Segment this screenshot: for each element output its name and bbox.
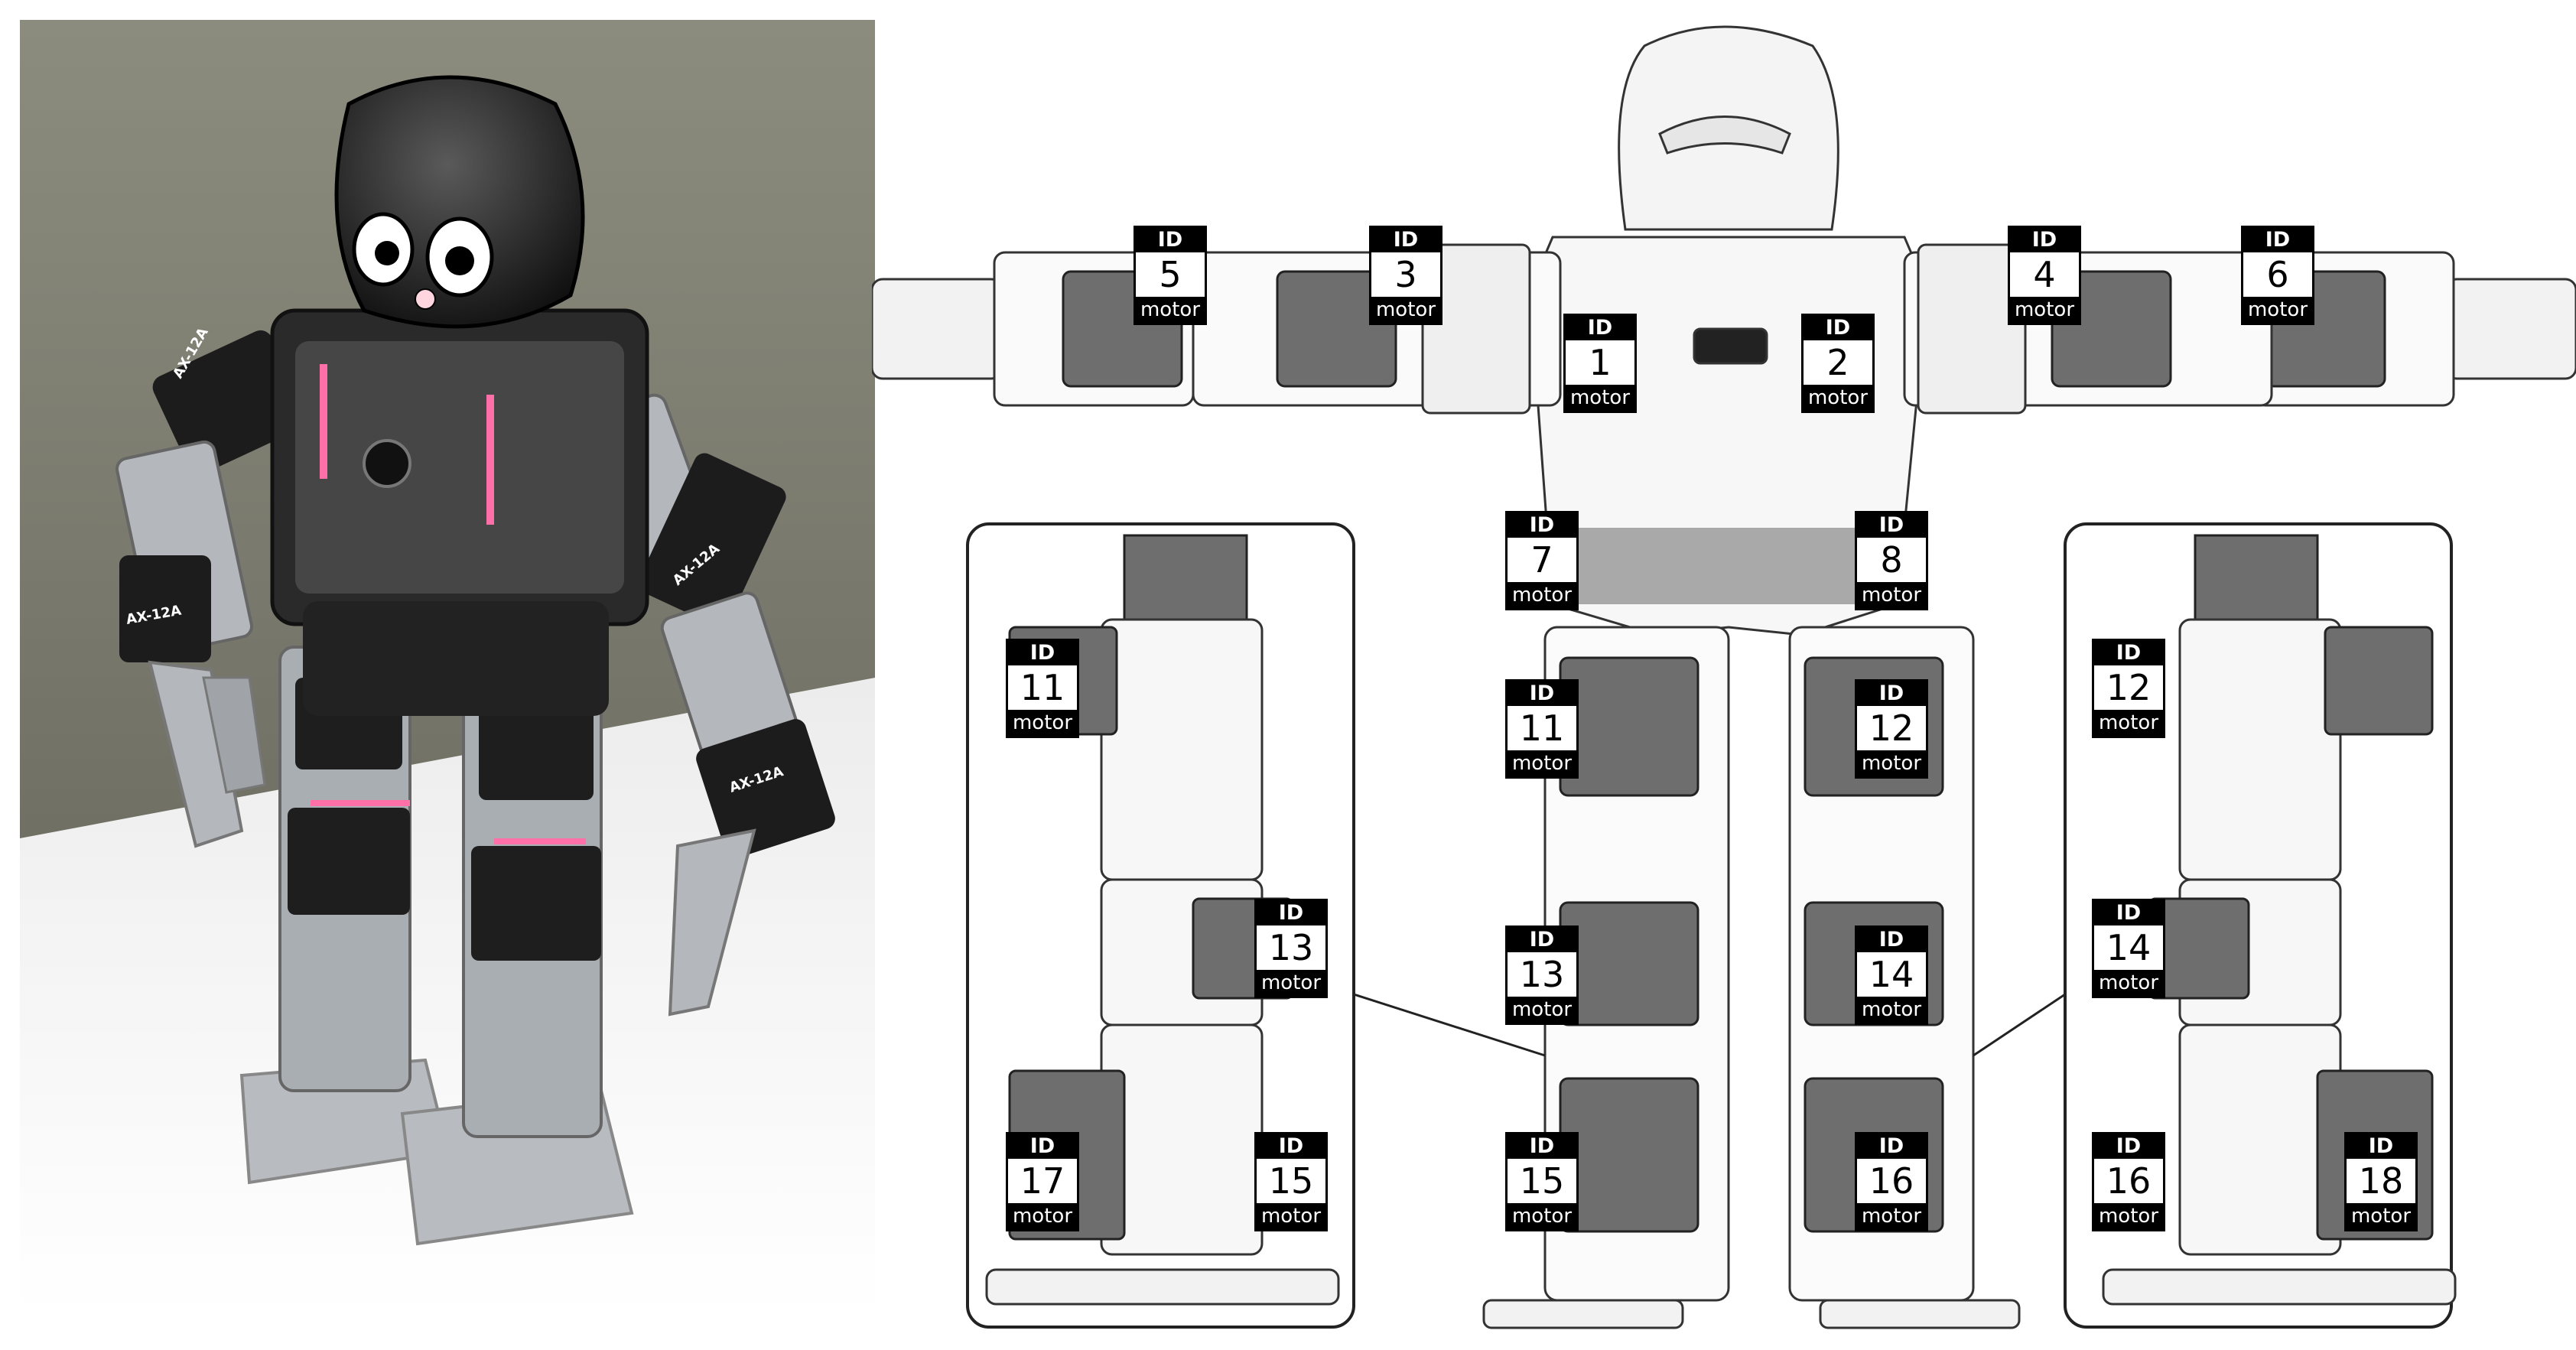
- motor-id-tag-header: ID: [1136, 228, 1205, 252]
- motor-id-tag-header: ID: [1371, 228, 1440, 252]
- motor-id-tag-footer: motor: [2094, 710, 2163, 736]
- motor-id-tag-header: ID: [1257, 1134, 1325, 1159]
- motor-id-number: 14: [1869, 954, 1914, 995]
- robot-left-arm: [115, 330, 308, 848]
- motor-id-number: 13: [1268, 927, 1314, 968]
- photo-table: [20, 678, 875, 1313]
- motor-id-tag-header: ID: [1508, 513, 1576, 538]
- motor-id-tag-header: ID: [2347, 1134, 2415, 1159]
- motor-id-tag-footer: motor: [1008, 1203, 1077, 1229]
- motor-id-number: 5: [1159, 254, 1182, 295]
- motor-id-tag-header: ID: [1508, 1134, 1576, 1159]
- motor-id-number: 16: [2106, 1160, 2152, 1202]
- motor-id-tag-footer: motor: [1857, 997, 1926, 1023]
- motor-id-number: 7: [1530, 539, 1553, 581]
- motor-id-number: 13: [1519, 954, 1565, 995]
- motor-id-tag-header: ID: [1857, 1134, 1926, 1159]
- motor-id-tag-footer: motor: [1566, 385, 1634, 411]
- motor-id-number: 3: [1394, 254, 1417, 295]
- motor-id-number: 15: [1268, 1160, 1314, 1202]
- motor-id-number: 1: [1589, 342, 1612, 383]
- motor-id-tag-header: ID: [2094, 1134, 2163, 1159]
- motor-id-number: 2: [1826, 342, 1849, 383]
- motor-id-number: 4: [2033, 254, 2056, 295]
- motor-id-number: 8: [1880, 539, 1903, 581]
- motor-id-tag-footer: motor: [2094, 970, 2163, 996]
- motor-id-number: 6: [2266, 254, 2289, 295]
- motor-id-tag-header: ID: [1008, 641, 1077, 665]
- motor-id-tag-footer: motor: [2094, 1203, 2163, 1229]
- motor-id-tag-footer: motor: [2010, 297, 2079, 323]
- motor-id-number: 11: [1020, 667, 1065, 708]
- motor-id-tag-footer: motor: [1508, 1203, 1576, 1229]
- motor-id-tag-header: ID: [1257, 901, 1325, 925]
- motor-id-tag-footer: motor: [1508, 997, 1576, 1023]
- motor-id-tag-footer: motor: [1008, 710, 1077, 736]
- motor-id-number: 12: [1869, 708, 1914, 749]
- motor-id-tag-footer: motor: [1257, 970, 1325, 996]
- motor-id-tag-footer: motor: [1508, 582, 1576, 608]
- motor-id-number: 11: [1519, 708, 1565, 749]
- motor-id-tag-header: ID: [1508, 682, 1576, 706]
- motor-id-tag-footer: motor: [1371, 297, 1440, 323]
- robot-torso: [270, 308, 649, 716]
- motor-id-tag-footer: motor: [1857, 1203, 1926, 1229]
- motor-id-number: 12: [2106, 667, 2152, 708]
- motor-id-tag-header: ID: [1857, 682, 1926, 706]
- motor-id-tag-footer: motor: [1804, 385, 1872, 411]
- motor-id-tag-header: ID: [1566, 316, 1634, 340]
- motor-id-number: 18: [2358, 1160, 2404, 1202]
- motor-id-tag-footer: motor: [1508, 750, 1576, 776]
- motor-id-tag-header: ID: [1008, 1134, 1077, 1159]
- motor-id-tag-header: ID: [1857, 513, 1926, 538]
- motor-id-tag-header: ID: [2094, 641, 2163, 665]
- motor-id-tag-header: ID: [1804, 316, 1872, 340]
- motor-id-tag-header: ID: [2094, 901, 2163, 925]
- motor-id-tag-footer: motor: [2243, 297, 2312, 323]
- robot-right-arm: [577, 393, 835, 1017]
- motor-id-number: 17: [1020, 1160, 1065, 1202]
- motor-id-tag-header: ID: [1857, 928, 1926, 952]
- robot-photo: AX-12A AX-12A AX-12A AX-12A: [20, 20, 875, 1313]
- motor-id-tag-header: ID: [2243, 228, 2312, 252]
- motor-id-number: 14: [2106, 927, 2152, 968]
- motor-id-number: 15: [1519, 1160, 1565, 1202]
- motor-id-tag-footer: motor: [1136, 297, 1205, 323]
- motor-id-tag-header: ID: [1508, 928, 1576, 952]
- motor-id-tag-footer: motor: [2347, 1203, 2415, 1229]
- robot-head: [334, 75, 585, 329]
- motor-id-number: 16: [1869, 1160, 1914, 1202]
- motor-id-tag-footer: motor: [1857, 582, 1926, 608]
- motor-id-tag-footer: motor: [1257, 1203, 1325, 1229]
- motor-id-tag-header: ID: [2010, 228, 2079, 252]
- motor-id-tag-footer: motor: [1857, 750, 1926, 776]
